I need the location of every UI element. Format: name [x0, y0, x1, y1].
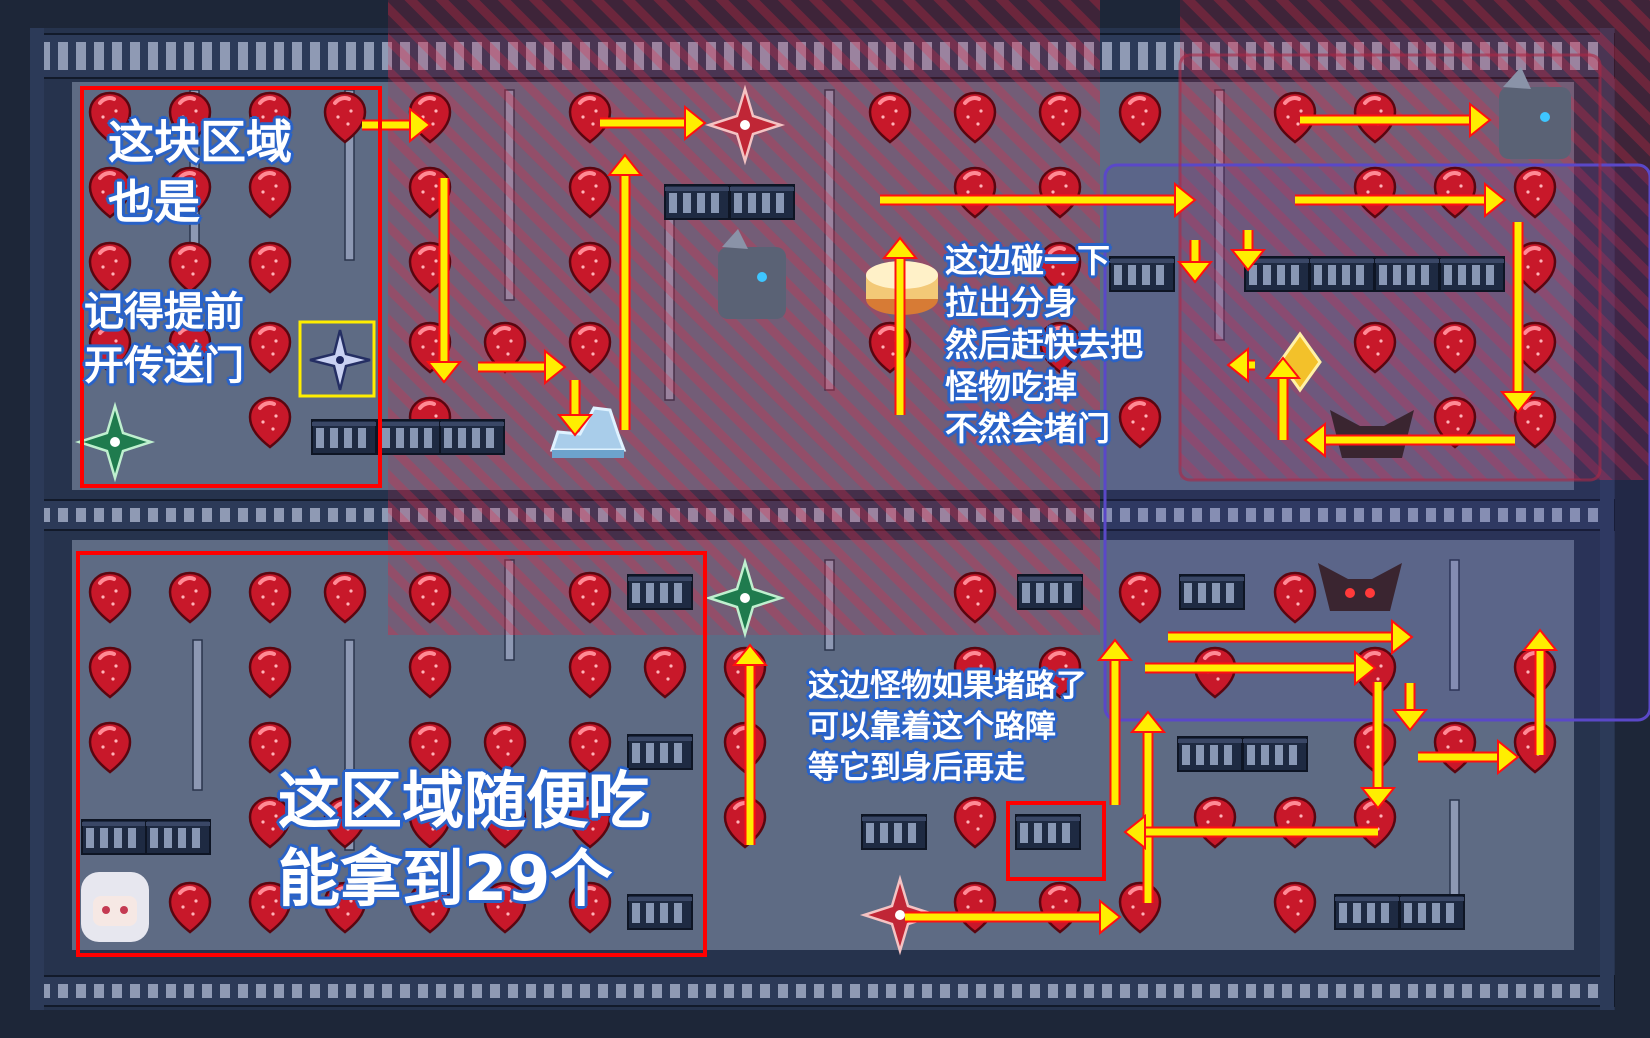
fence-barrier-icon — [1309, 256, 1375, 292]
route-arrow-head — [1123, 813, 1146, 851]
route-arrow-head — [544, 348, 567, 386]
grey-shadow-beast-icon — [1499, 67, 1571, 159]
fence-barrier-icon — [311, 419, 377, 455]
portal-star-icon — [309, 329, 371, 391]
fence-barrier-icon — [1017, 574, 1083, 610]
white-haired-girl-icon — [81, 872, 149, 942]
entity-layer — [77, 67, 1571, 953]
route-arrow-head — [684, 104, 707, 142]
highlight-box-layer — [76, 86, 1106, 957]
route-arrow-head — [1226, 346, 1249, 384]
fence-barrier-icon — [1439, 256, 1505, 292]
top-left-area-box — [80, 86, 382, 488]
route-arrow-head — [556, 414, 594, 437]
route-arrow-head — [1229, 249, 1267, 272]
route-arrow-head — [1521, 628, 1559, 651]
route-arrow-head — [1499, 391, 1537, 414]
route-arrow-head — [606, 153, 644, 176]
speed-boot-icon — [549, 406, 627, 458]
route-arrow-head — [1174, 181, 1197, 219]
route-arrow-head — [1391, 709, 1429, 732]
route-arrow-head — [1484, 181, 1507, 219]
fence-barrier-icon — [627, 734, 693, 770]
route-arrow-head — [1391, 618, 1414, 656]
route-arrow-head — [881, 236, 919, 259]
roadblock-box — [1006, 801, 1106, 881]
fence-barrier-icon — [145, 819, 211, 855]
route-arrow-head — [1099, 898, 1122, 936]
fence-barrier-icon — [81, 819, 147, 855]
fence-barrier-icon — [1334, 894, 1400, 930]
fence-barrier-icon — [1109, 256, 1175, 292]
route-arrow-head — [1303, 421, 1326, 459]
fence-barrier-icon — [664, 184, 730, 220]
route-arrow-head — [1359, 787, 1397, 810]
fence-barrier-icon — [1179, 574, 1245, 610]
fence-barrier-icon — [627, 894, 693, 930]
route-arrow-head — [731, 643, 769, 666]
route-arrow-head — [1354, 649, 1377, 687]
fence-barrier-icon — [861, 814, 927, 850]
fence-barrier-icon — [1177, 736, 1243, 772]
fence-barrier-icon — [729, 184, 795, 220]
route-arrow-head — [409, 106, 432, 144]
route-arrow-head — [1264, 356, 1302, 379]
fence-barrier-icon — [439, 419, 505, 455]
red-eyed-bat-icon — [1318, 563, 1402, 611]
route-arrow-head — [1129, 710, 1167, 733]
route-arrow-head — [1497, 738, 1520, 776]
fence-barrier-icon — [1374, 256, 1440, 292]
portal-box — [298, 320, 376, 398]
grey-shadow-beast-icon — [718, 229, 786, 319]
route-arrow-head — [1176, 261, 1214, 284]
fence-barrier-icon — [377, 419, 443, 455]
eat-area-box — [76, 551, 707, 957]
fence-barrier-icon — [1015, 814, 1081, 850]
fence-barrier-icon — [627, 574, 693, 610]
route-layer — [362, 101, 1559, 936]
fence-barrier-icon — [1242, 736, 1308, 772]
route-arrow-head — [425, 361, 463, 384]
fence-barrier-icon — [1399, 894, 1465, 930]
route-arrow-head — [1469, 101, 1492, 139]
route-arrow-head — [1096, 638, 1134, 661]
